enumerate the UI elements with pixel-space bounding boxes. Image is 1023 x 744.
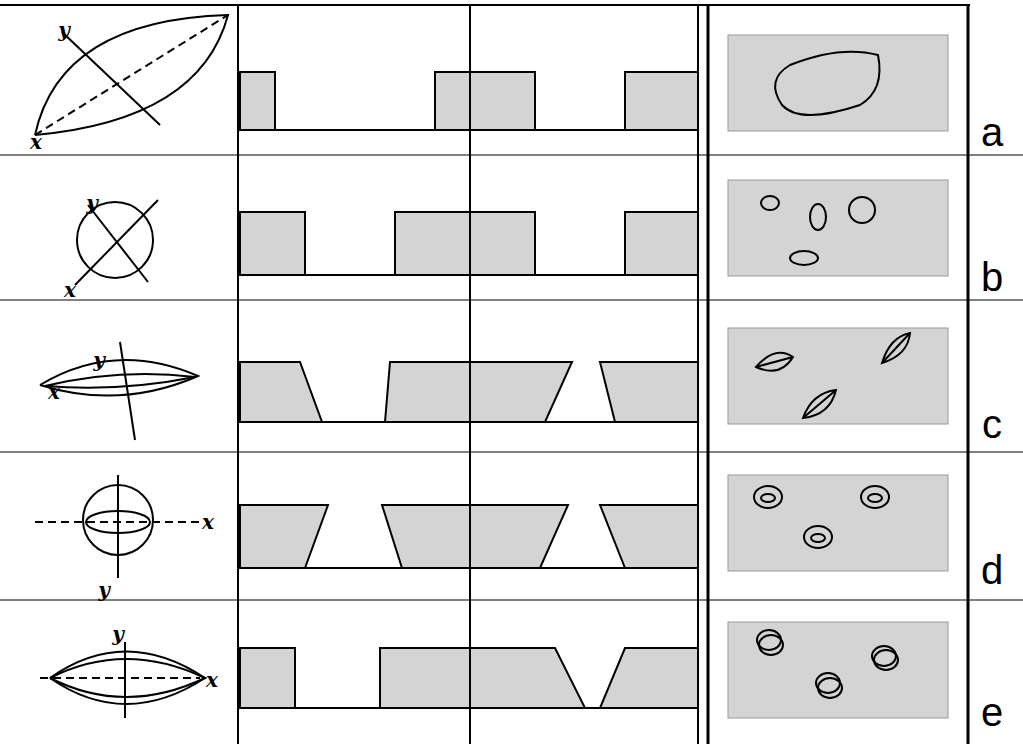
crystal-sketches [35, 15, 228, 718]
table-grid [0, 5, 1023, 744]
row-letter: e [981, 692, 1003, 732]
axis-label: x [202, 512, 214, 532]
axis-label: y [98, 580, 110, 600]
axis-label: x [206, 670, 218, 690]
section-outlines [754, 52, 910, 698]
axis-label: y [58, 20, 70, 40]
axis-label: x [30, 132, 42, 152]
axis-label: y [112, 624, 124, 644]
section-panels [728, 35, 948, 718]
row-letter: c [982, 404, 1002, 444]
axis-label: y [93, 350, 105, 370]
row-letter: d [981, 550, 1003, 590]
axis-label: x [64, 280, 76, 300]
axis-label: x [48, 382, 60, 402]
axis-label: y [86, 193, 98, 213]
row-letter: a [981, 112, 1003, 152]
row-letter: b [981, 257, 1003, 297]
